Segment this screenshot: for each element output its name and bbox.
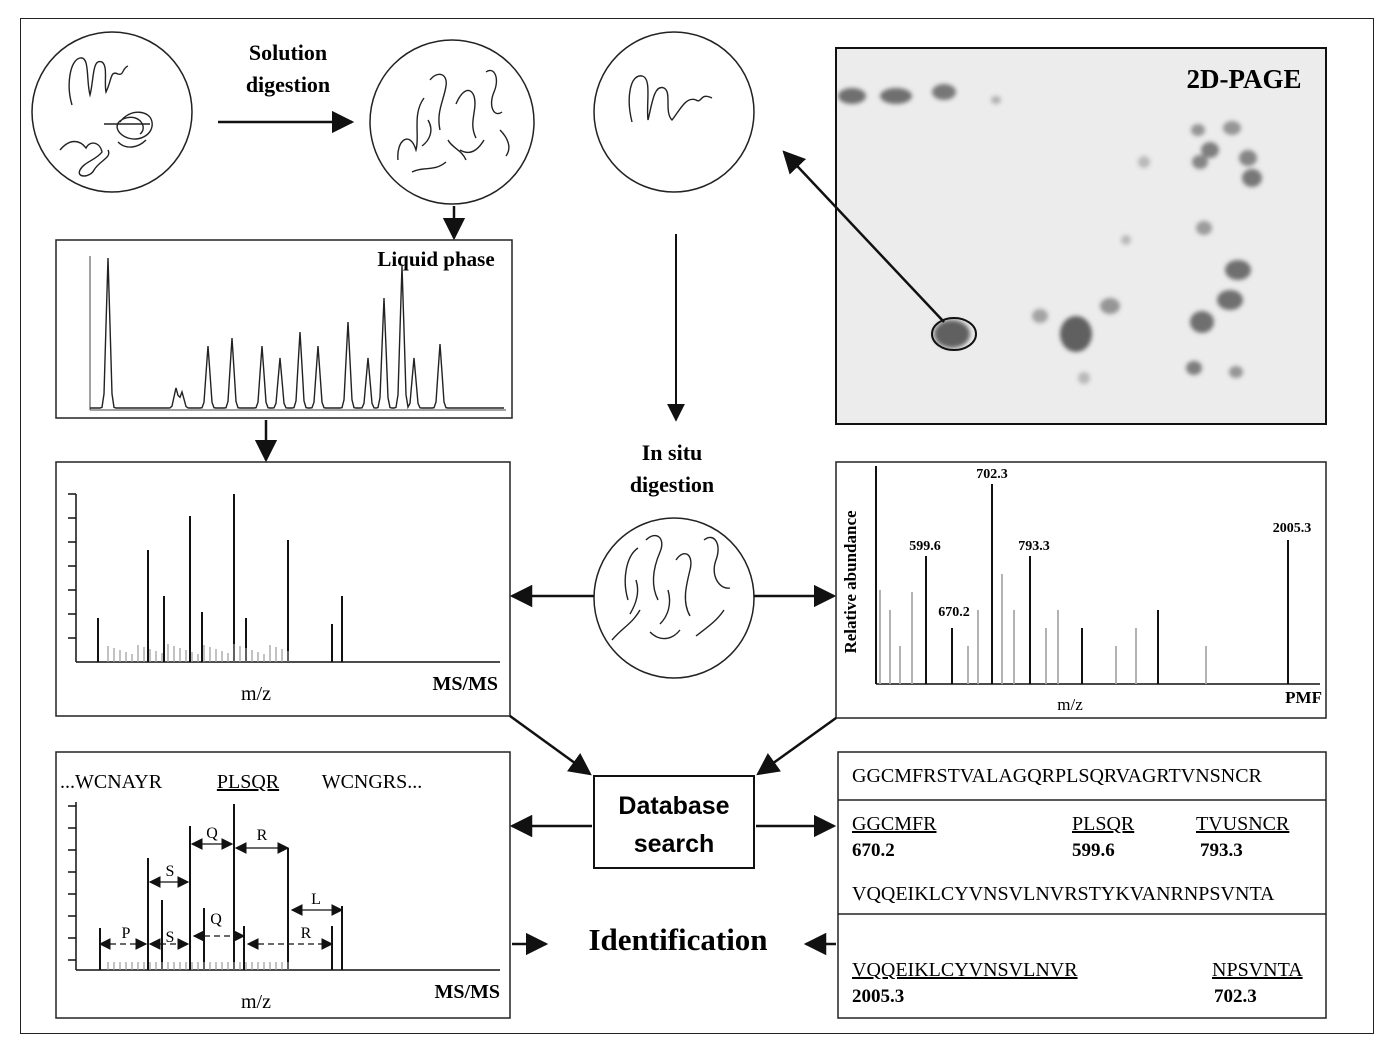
in-situ-digestion-step: In situ digestion bbox=[593, 440, 755, 679]
ladder-label: Q bbox=[210, 911, 222, 928]
in-situ-circle bbox=[593, 517, 755, 679]
pmf-peak-label: 702.3 bbox=[976, 467, 1008, 482]
in-situ-label-line2: digestion bbox=[630, 472, 714, 497]
sequence-left: ...WCNAYR bbox=[60, 771, 163, 793]
ladder-label: Q bbox=[206, 825, 218, 842]
msms-top-label: MS/MS bbox=[432, 673, 498, 695]
ladder-label: R bbox=[257, 827, 268, 844]
figure-frame bbox=[20, 18, 1374, 1034]
pmf-peak-label: 670.2 bbox=[938, 605, 970, 620]
sequence-middle: PLSQR bbox=[217, 771, 280, 793]
ladder-label: S bbox=[166, 863, 175, 880]
msms-bottom-xlabel: m/z bbox=[241, 991, 271, 1013]
msms-bottom-label: MS/MS bbox=[434, 981, 500, 1003]
pmf-peak-label: 2005.3 bbox=[1273, 521, 1312, 536]
peptide-seq: TVUSNCR bbox=[1196, 813, 1290, 835]
excised-protein-circle bbox=[593, 31, 755, 193]
ladder-label: R bbox=[301, 925, 312, 942]
msms-top-xlabel: m/z bbox=[241, 683, 271, 705]
pmf-label: PMF bbox=[1285, 688, 1322, 707]
msms-sequence-ladder-panel: ...WCNAYR PLSQR WCNGRS... P S S Q Q R L … bbox=[55, 751, 511, 1019]
protein-mixture-circle bbox=[31, 31, 193, 193]
in-situ-label-line1: In situ bbox=[642, 440, 703, 465]
database-results-panel: GGCMFRSTVALAGQRPLSQRVAGRTVNSNCR GGCMFR 6… bbox=[837, 751, 1327, 1019]
pmf-ylabel: Relative abundance bbox=[841, 510, 860, 654]
msms-spectrum-top-panel: m/z MS/MS bbox=[55, 461, 511, 717]
database-search-box: Database search bbox=[593, 775, 755, 869]
peptide-mass: 702.3 bbox=[1214, 986, 1257, 1007]
database-label-line1: Database bbox=[618, 792, 729, 820]
spot-to-circle-arrow bbox=[782, 150, 945, 323]
chromatogram-trace bbox=[90, 257, 504, 410]
database-label-line2: search bbox=[634, 830, 715, 858]
liquid-phase-label: Liquid phase bbox=[377, 247, 494, 271]
ladder-label: S bbox=[166, 929, 175, 946]
sequence-right: WCNGRS... bbox=[322, 771, 423, 793]
protein-sequence-1: GGCMFRSTVALAGQRPLSQRVAGRTVNSNCR bbox=[852, 765, 1263, 787]
digested-peptides-circle bbox=[369, 39, 535, 205]
peptide-seq: PLSQR bbox=[1072, 813, 1135, 835]
identification-label: Identification bbox=[588, 922, 767, 957]
peptide-mass: 2005.3 bbox=[852, 986, 904, 1007]
pmf-xlabel: m/z bbox=[1057, 695, 1083, 714]
protein-sequence-2: VQQEIKLCYVNSVLNVRSTYKVANRNPSVNTA bbox=[852, 883, 1275, 905]
pmf-peak-label: 793.3 bbox=[1018, 539, 1050, 554]
liquid-phase-chromatogram-panel: Liquid phase bbox=[55, 239, 513, 419]
ladder-label: P bbox=[122, 925, 131, 942]
ladder-label: L bbox=[311, 891, 321, 908]
peptide-mass: 599.6 bbox=[1072, 840, 1115, 861]
gel-title: 2D-PAGE bbox=[1187, 64, 1302, 94]
selected-spot-circle bbox=[931, 317, 977, 351]
peptide-mass: 670.2 bbox=[852, 840, 895, 861]
peptide-seq: NPSVNTA bbox=[1212, 959, 1303, 981]
pmf-peak-label: 599.6 bbox=[909, 539, 941, 554]
peptide-seq: GGCMFR bbox=[852, 813, 937, 835]
msms-to-database-arrow bbox=[509, 714, 592, 776]
solution-digestion-step: Solution digestion bbox=[218, 40, 355, 134]
peptide-seq: VQQEIKLCYVNSVLNVR bbox=[852, 959, 1078, 981]
pmf-to-database-arrow bbox=[756, 716, 837, 776]
peptide-mass: 793.3 bbox=[1200, 840, 1243, 861]
2d-page-gel-panel: 2D-PAGE bbox=[835, 47, 1327, 425]
solution-label-line1: Solution bbox=[249, 40, 327, 65]
pmf-spectrum-panel: Relative abundance m/z PMF 599.6 670.2 7… bbox=[835, 461, 1327, 719]
solution-label-line2: digestion bbox=[246, 72, 330, 97]
